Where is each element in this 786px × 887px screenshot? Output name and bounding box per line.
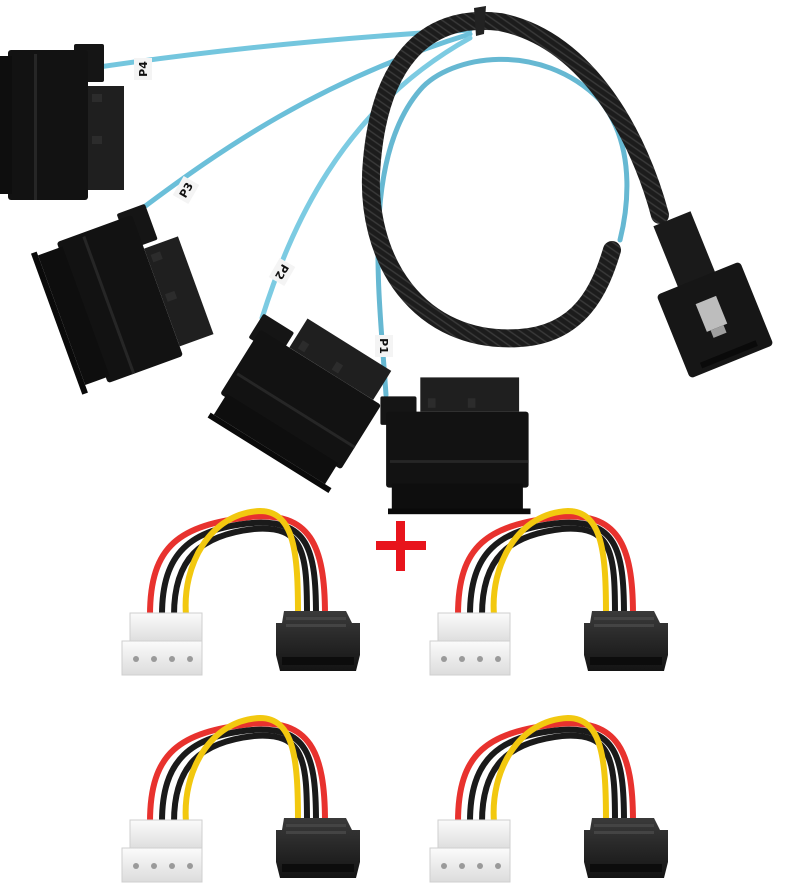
connector-p2 <box>201 297 401 493</box>
port-label-p4: P4 <box>134 58 152 80</box>
power-adapter-1 <box>122 511 360 675</box>
port-label-p1: P1 <box>375 335 393 357</box>
sas-breakout-cable: P4 P3 P2 P1 <box>0 6 773 515</box>
power-adapter-2 <box>430 511 668 675</box>
connector-p3 <box>28 196 218 395</box>
braided-sleeve <box>361 11 669 348</box>
power-adapter-3 <box>122 718 360 882</box>
plus-sign <box>376 521 426 571</box>
port-label-p2: P2 <box>268 257 296 287</box>
mini-sas-connector <box>653 211 773 378</box>
power-adapter-4 <box>430 718 668 882</box>
port-label-p3: P3 <box>172 175 200 205</box>
cable-tie <box>474 6 486 36</box>
svg-text:P4: P4 <box>137 61 150 77</box>
connector-p1 <box>380 377 531 515</box>
svg-text:P1: P1 <box>377 338 390 354</box>
